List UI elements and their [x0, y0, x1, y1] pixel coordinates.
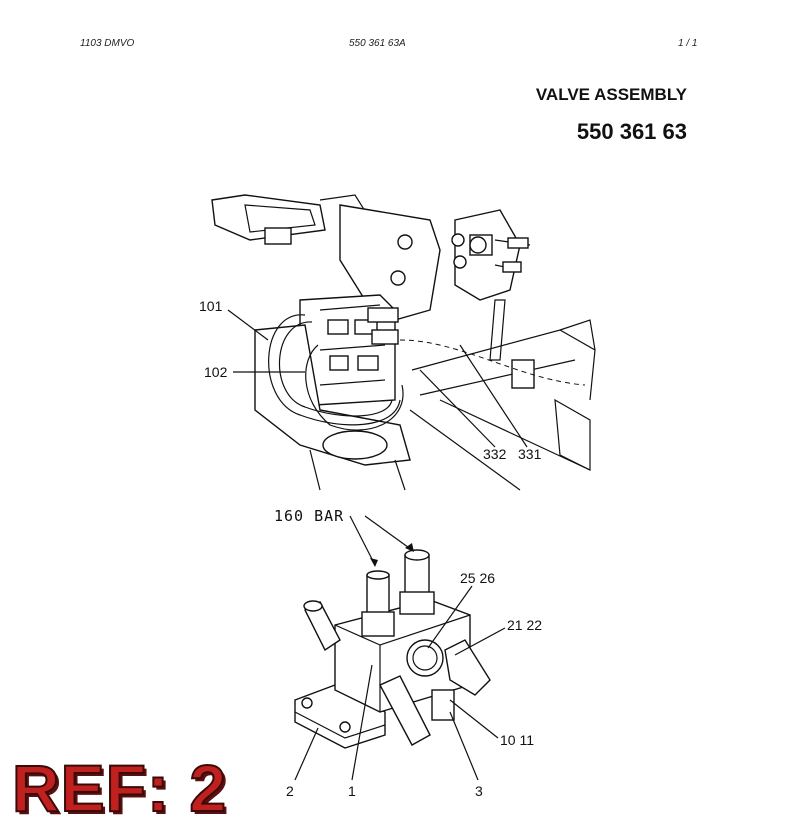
callout-21-22: 21 22: [507, 617, 542, 633]
part-number: 550 361 63: [576, 119, 687, 144]
callout-102: 102: [204, 364, 228, 380]
callout-331: 331: [518, 446, 542, 462]
ref-stamp: REF: 2: [11, 750, 228, 826]
lower-valve-view: [294, 515, 506, 781]
header-doc-code: 1103 DMVO: [80, 38, 135, 49]
callout-1: 1: [348, 783, 356, 799]
header-part-variant: 550 361 63A: [349, 38, 406, 49]
callout-25-26: 25 26: [460, 570, 495, 586]
pressure-label: 160 BAR: [274, 507, 344, 525]
callout-3: 3: [475, 783, 483, 799]
page-title: VALVE ASSEMBLY: [535, 85, 687, 104]
callout-101: 101: [199, 298, 223, 314]
callout-2: 2: [286, 783, 294, 799]
callout-10-11: 10 11: [500, 732, 534, 748]
header-page-number: 1 / 1: [678, 38, 698, 49]
callout-332: 332: [483, 446, 507, 462]
upper-assembly-view: [211, 194, 596, 491]
